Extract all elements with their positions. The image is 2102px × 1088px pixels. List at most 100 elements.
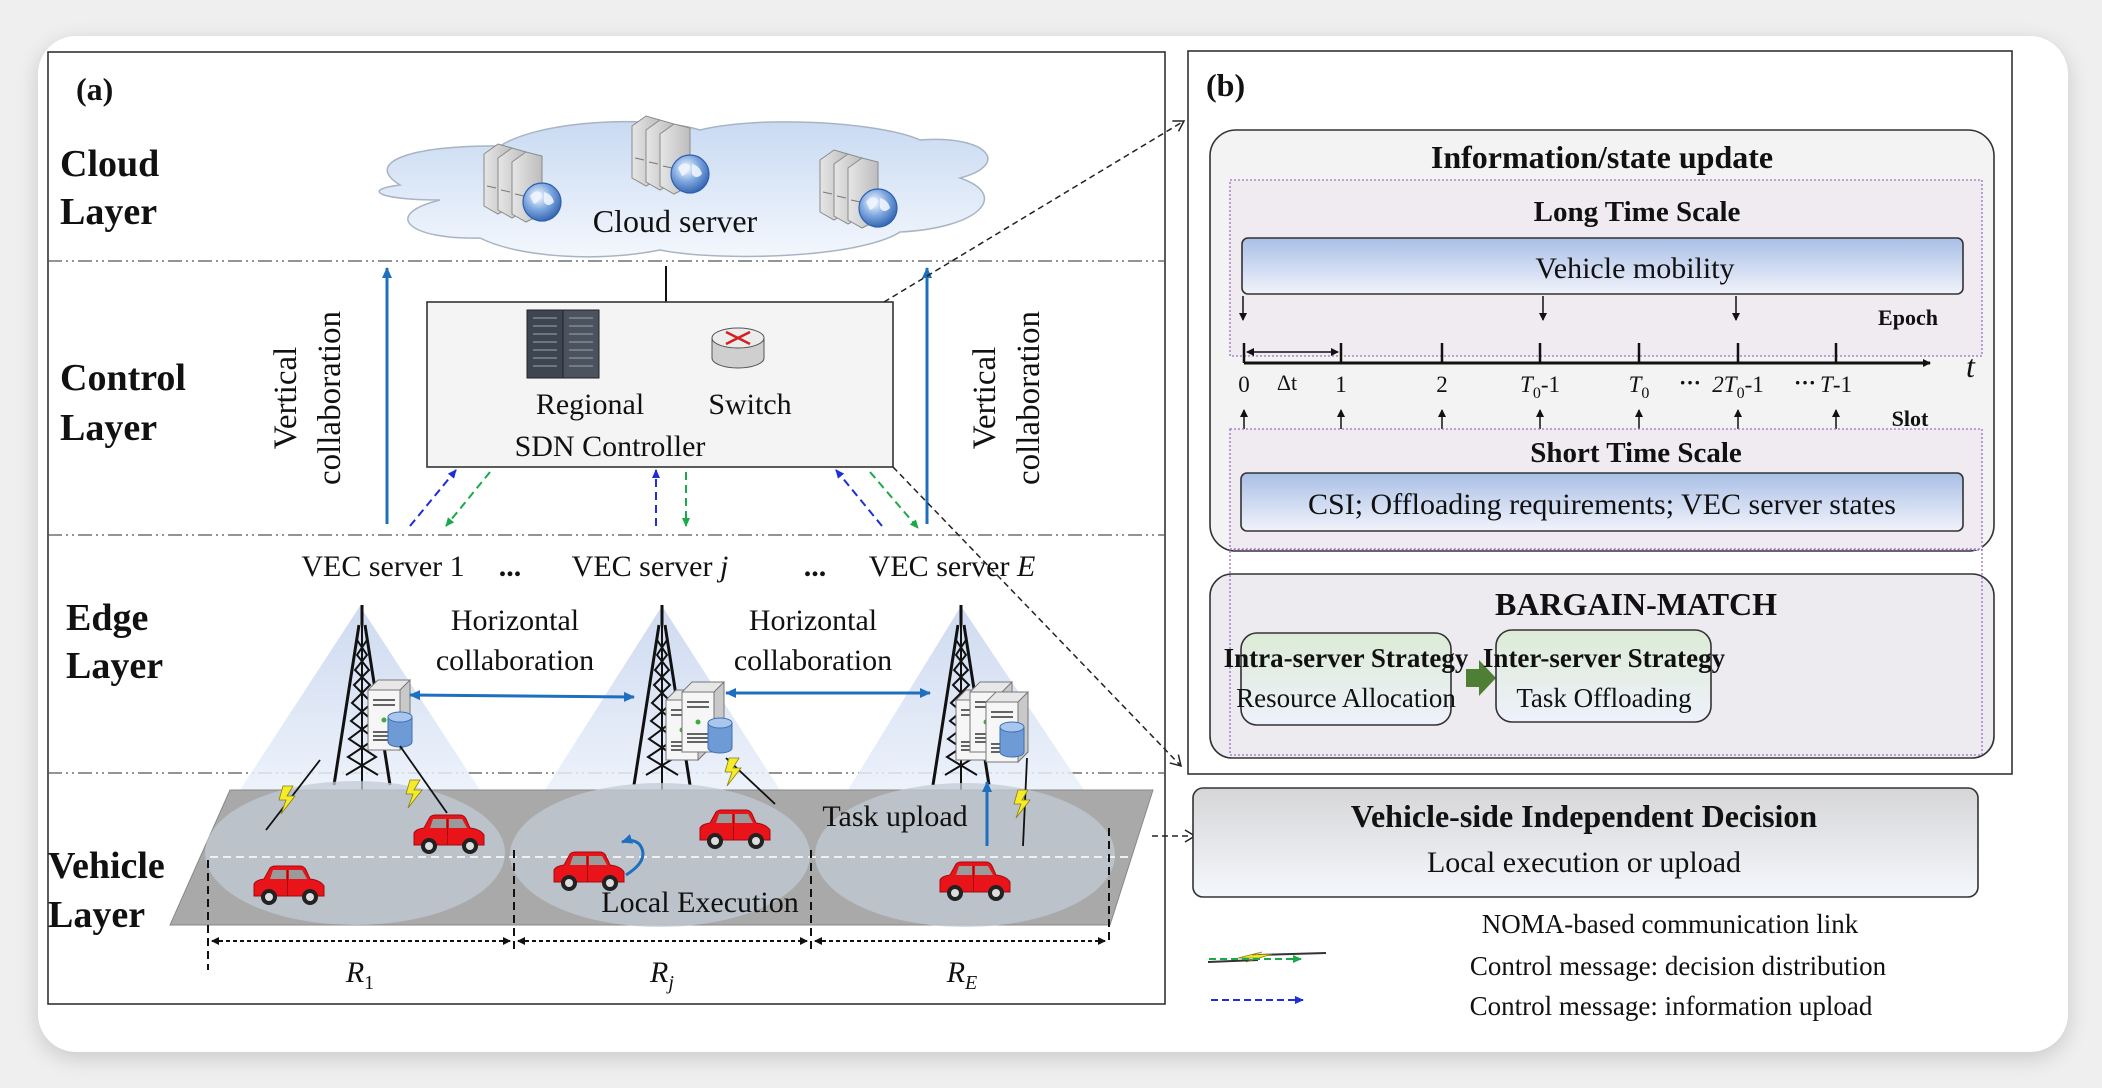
panel-a: (a) Cloud Layer Control Layer Edge Layer… [47,51,1197,1005]
decision-arrow [445,471,491,527]
svg-text:Layer: Layer [60,407,157,449]
range-label-re: RE [946,956,978,994]
switch-icon [711,327,765,369]
svg-text:Layer: Layer [60,191,157,233]
vehicle-mobility-label: Vehicle mobility [1535,252,1734,285]
bargain-match-region [1229,548,1983,756]
svg-text:Horizontal: Horizontal [451,604,579,637]
sdn-controller-box [426,301,894,468]
vertical-collab-label-left: Vertical collaboration [268,311,348,485]
timeline-tick-label: 2 [1436,372,1448,397]
csi-state-label: CSI; Offloading requirements; VEC server… [1308,488,1896,521]
svg-text:VEC server 1: VEC server 1 [301,550,464,583]
svg-text:Edge: Edge [66,597,148,639]
svg-text:RE: RE [946,956,978,994]
epoch-label: Epoch [1878,305,1938,330]
svg-text:collaboration: collaboration [1011,311,1047,485]
panel-b-label: (b) [1206,67,1245,103]
vec-server-label-j: VEC server j [572,550,729,583]
lightning-link-icon [1207,951,1327,963]
delta-t-label: Δt [1277,370,1297,395]
local-execution-label: Local Execution [601,886,798,919]
vertical-collab-label-right: Vertical collaboration [967,311,1047,485]
range-boundaries [207,828,1110,970]
layer-label-edge: Edge Layer [66,597,163,687]
slot-label: Slot [1892,406,1929,431]
slot-arrows [1240,409,1840,431]
svg-text:VEC server E: VEC server E [869,550,1036,583]
ellipsis: ... [804,550,827,583]
svg-text:Vertical: Vertical [268,347,304,450]
horizontal-collab-label-2: Horizontal collaboration [734,604,892,677]
svg-text:R1: R1 [345,956,374,994]
svg-text:Layer: Layer [48,894,145,936]
short-time-scale-title: Short Time Scale [1530,437,1742,469]
layer-label-control: Control Layer [60,357,186,449]
timeline-tick-label: T0-1 [1520,372,1560,402]
svg-text:VEC server j: VEC server j [572,550,729,583]
controller-label-line1: Regional [536,388,644,421]
svg-text:Vehicle: Vehicle [48,845,165,887]
csi-state-box [1240,472,1964,532]
vec-server-label-e: VEC server E [869,550,1036,583]
layer-label-cloud: Cloud Layer [60,143,159,233]
legend-item-noma: NOMA-based communication link [1207,909,1859,963]
legend-item-decision: Control message: decision distribution [1209,951,1887,981]
inter-server-strategy-box [1495,629,1712,723]
vehicle-decision-title: Vehicle-side Independent Decision [1351,798,1818,834]
legend-item-upload: Control message: information upload [1211,991,1873,1021]
cloud-server-label: Cloud server [593,203,758,239]
task-upload-label: Task upload [822,800,967,833]
svg-text:Control message: decision dist: Control message: decision distribution [1470,951,1887,981]
timeline-tick-label: 2T0-1 [1712,372,1763,402]
svg-text:Horizontal: Horizontal [749,604,877,637]
horizontal-collab-arrow [409,690,635,702]
timeline-tick-label: T0 [1629,372,1650,402]
svg-text:NOMA-based communication link: NOMA-based communication link [1482,909,1859,939]
intra-server-sub: Resource Allocation [1236,683,1456,713]
intra-server-title: Intra-server Strategy [1224,643,1469,673]
svg-text:Vertical: Vertical [967,347,1003,450]
epoch-arrows [1239,296,1740,321]
svg-text:Layer: Layer [66,645,163,687]
range-label-rj: Rj [649,956,674,994]
range-label-r1: R1 [345,956,374,994]
intra-server-strategy-box [1240,632,1452,726]
svg-text:Control: Control [60,357,186,399]
legend: NOMA-based communication link Control me… [1207,909,1887,1021]
time-axis-label: t [1966,348,1976,384]
database-icon [707,717,733,754]
info-state-update-title: Information/state update [1431,139,1773,175]
bargain-match-title: BARGAIN-MATCH [1495,586,1777,622]
svg-text:Cloud: Cloud [60,143,159,185]
controller-rack-icon [526,309,600,379]
database-icon [387,711,413,748]
timeline-tick-label: 0 [1238,372,1250,397]
svg-text:collaboration: collaboration [734,644,892,677]
svg-text:collaboration: collaboration [436,644,594,677]
inter-server-title: Inter-server Strategy [1483,643,1726,673]
horizontal-collab-label-1: Horizontal collaboration [436,604,594,677]
timeline-ellipsis: ··· [1794,370,1816,395]
local-execution-arrow [621,834,645,877]
vehicle-decision-sub: Local execution or upload [1427,846,1741,879]
vehicle-decision-box: Vehicle-side Independent Decision Local … [1192,787,1979,898]
match-flow-arrow-icon [1466,660,1496,696]
inter-server-sub: Task Offloading [1516,683,1691,713]
controller-label-line2: SDN Controller [515,430,706,463]
callout-arrow-controller-to-b-bottom [892,466,1183,768]
panel-a-label: (a) [76,71,113,107]
svg-text:Rj: Rj [649,956,674,994]
callout-arrow-controller-to-b [883,120,1186,303]
timeline-tick-label: 1 [1335,372,1347,397]
vehicle-mobility-box [1241,237,1964,295]
switch-label: Switch [708,388,791,421]
vec-server-label-1: VEC server 1 [301,550,464,583]
ellipsis: ... [499,550,522,583]
svg-text:Control message: information u: Control message: information upload [1470,991,1873,1021]
layer-label-vehicle: Vehicle Layer [48,845,165,936]
long-time-scale-title: Long Time Scale [1534,196,1741,228]
database-icon [999,721,1025,758]
